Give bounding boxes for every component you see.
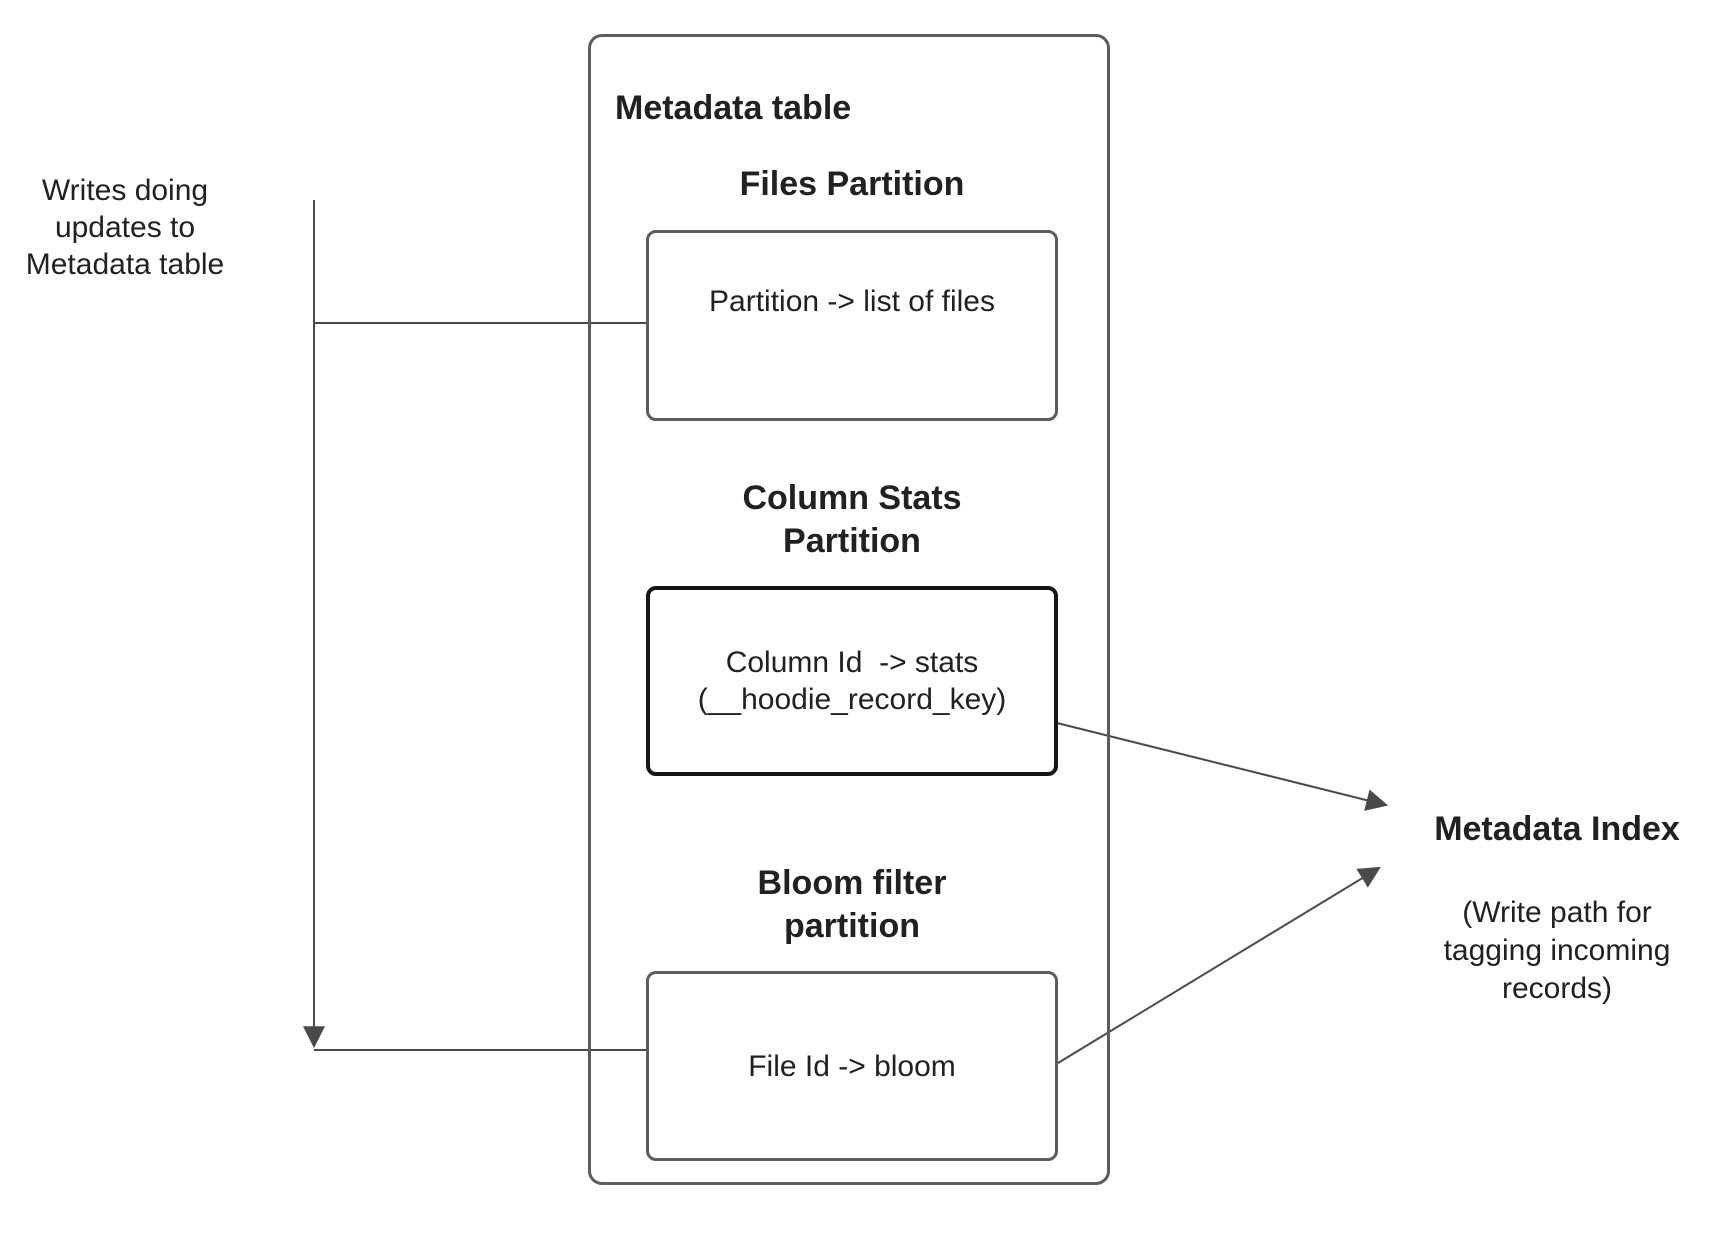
bloom-filter-partition-text: File Id -> bloom	[748, 1049, 956, 1083]
writes-note: Writes doing updates to Metadata table	[25, 174, 225, 281]
files-partition-text: Partition -> list of files	[709, 285, 995, 318]
metadata-table-box: Metadata table Files Partition Partition…	[588, 34, 1110, 1185]
column-stats-partition-text: Column Id -> stats (__hoodie_record_key)	[697, 646, 1007, 716]
files-partition-heading: Files Partition	[739, 165, 965, 203]
bloom-filter-partition-heading: Bloom filter partition	[757, 864, 947, 945]
column-stats-partition-box: Column Id -> stats (__hoodie_record_key)	[646, 586, 1058, 776]
metadata-index-title: Metadata Index	[1434, 810, 1680, 848]
column-stats-partition-heading: Column Stats Partition	[742, 479, 962, 560]
bloom-filter-partition-box: File Id -> bloom	[646, 971, 1058, 1161]
files-partition-box: Partition -> list of files	[646, 230, 1058, 421]
metadata-index-subtitle: (Write path for tagging incoming records…	[1443, 896, 1671, 1005]
metadata-table-title: Metadata table	[615, 89, 852, 127]
